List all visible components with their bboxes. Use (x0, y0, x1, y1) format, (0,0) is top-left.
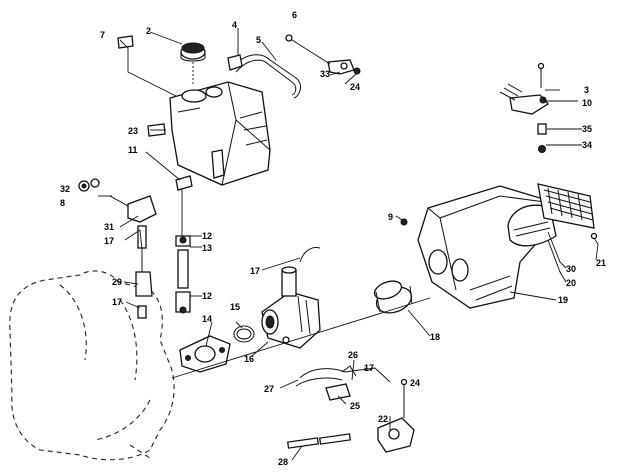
callout-26: 26 (348, 350, 358, 360)
callout-16: 16 (244, 354, 254, 364)
callout-12-lower: 12 (202, 291, 212, 301)
callout-24-lower: 24 (410, 378, 420, 388)
callout-17-pump: 17 (104, 236, 114, 246)
vent-hose (227, 54, 301, 99)
callout-34: 34 (582, 140, 592, 150)
callout-14: 14 (202, 314, 212, 324)
intake-flange (179, 325, 255, 373)
intake-centerline (171, 297, 431, 379)
callout-8: 8 (60, 198, 65, 208)
callout-11: 11 (128, 145, 138, 155)
callout-15: 15 (230, 302, 240, 312)
callout-17-filter: 17 (112, 297, 122, 307)
callout-31: 31 (104, 222, 114, 232)
callout-28: 28 (278, 457, 288, 467)
callout-7: 7 (100, 30, 105, 40)
callout-29: 29 (112, 277, 122, 287)
callout-30: 30 (566, 264, 576, 274)
oil-tank (169, 81, 271, 186)
callout-22: 22 (378, 414, 388, 424)
callout-18: 18 (430, 332, 440, 342)
callout-33: 33 (320, 69, 330, 79)
label-7-shape (117, 35, 134, 49)
callout-13: 13 (202, 243, 212, 253)
callout-labels: 2 3 4 5 6 7 8 9 10 11 12 12 13 14 15 16 … (60, 10, 606, 467)
callout-10: 10 (582, 98, 592, 108)
screw-9 (400, 218, 408, 226)
callout-17-carb: 17 (250, 266, 260, 276)
primer-assembly (286, 365, 415, 453)
callout-9: 9 (388, 212, 393, 222)
bracket-assembly (285, 34, 361, 75)
callout-6: 6 (292, 10, 297, 20)
callout-3: 3 (584, 85, 589, 95)
leader-lines (98, 28, 599, 461)
callout-27: 27 (264, 384, 274, 394)
impulse-line (175, 175, 193, 314)
callout-12-upper: 12 (202, 231, 212, 241)
intake-silencer (507, 183, 598, 247)
callout-25: 25 (350, 401, 360, 411)
carb-boot (373, 280, 413, 314)
airbox (417, 185, 561, 309)
callout-24-upper: 24 (350, 82, 360, 92)
tank-cap (180, 42, 206, 86)
callout-21: 21 (596, 258, 606, 268)
callout-35: 35 (582, 124, 592, 134)
callout-19: 19 (558, 295, 568, 305)
callout-32: 32 (60, 184, 70, 194)
tank-filler-neck (181, 89, 207, 103)
engine-outline (9, 270, 175, 461)
throttle-linkage (499, 62, 549, 153)
callout-2: 2 (146, 26, 151, 36)
callout-20: 20 (566, 278, 576, 288)
callout-4: 4 (232, 20, 237, 30)
fuel-pump-assembly (78, 178, 157, 319)
callout-17-primer: 17 (364, 363, 374, 373)
callout-5: 5 (256, 35, 261, 45)
carburetor (261, 247, 321, 349)
callout-23: 23 (128, 126, 138, 136)
